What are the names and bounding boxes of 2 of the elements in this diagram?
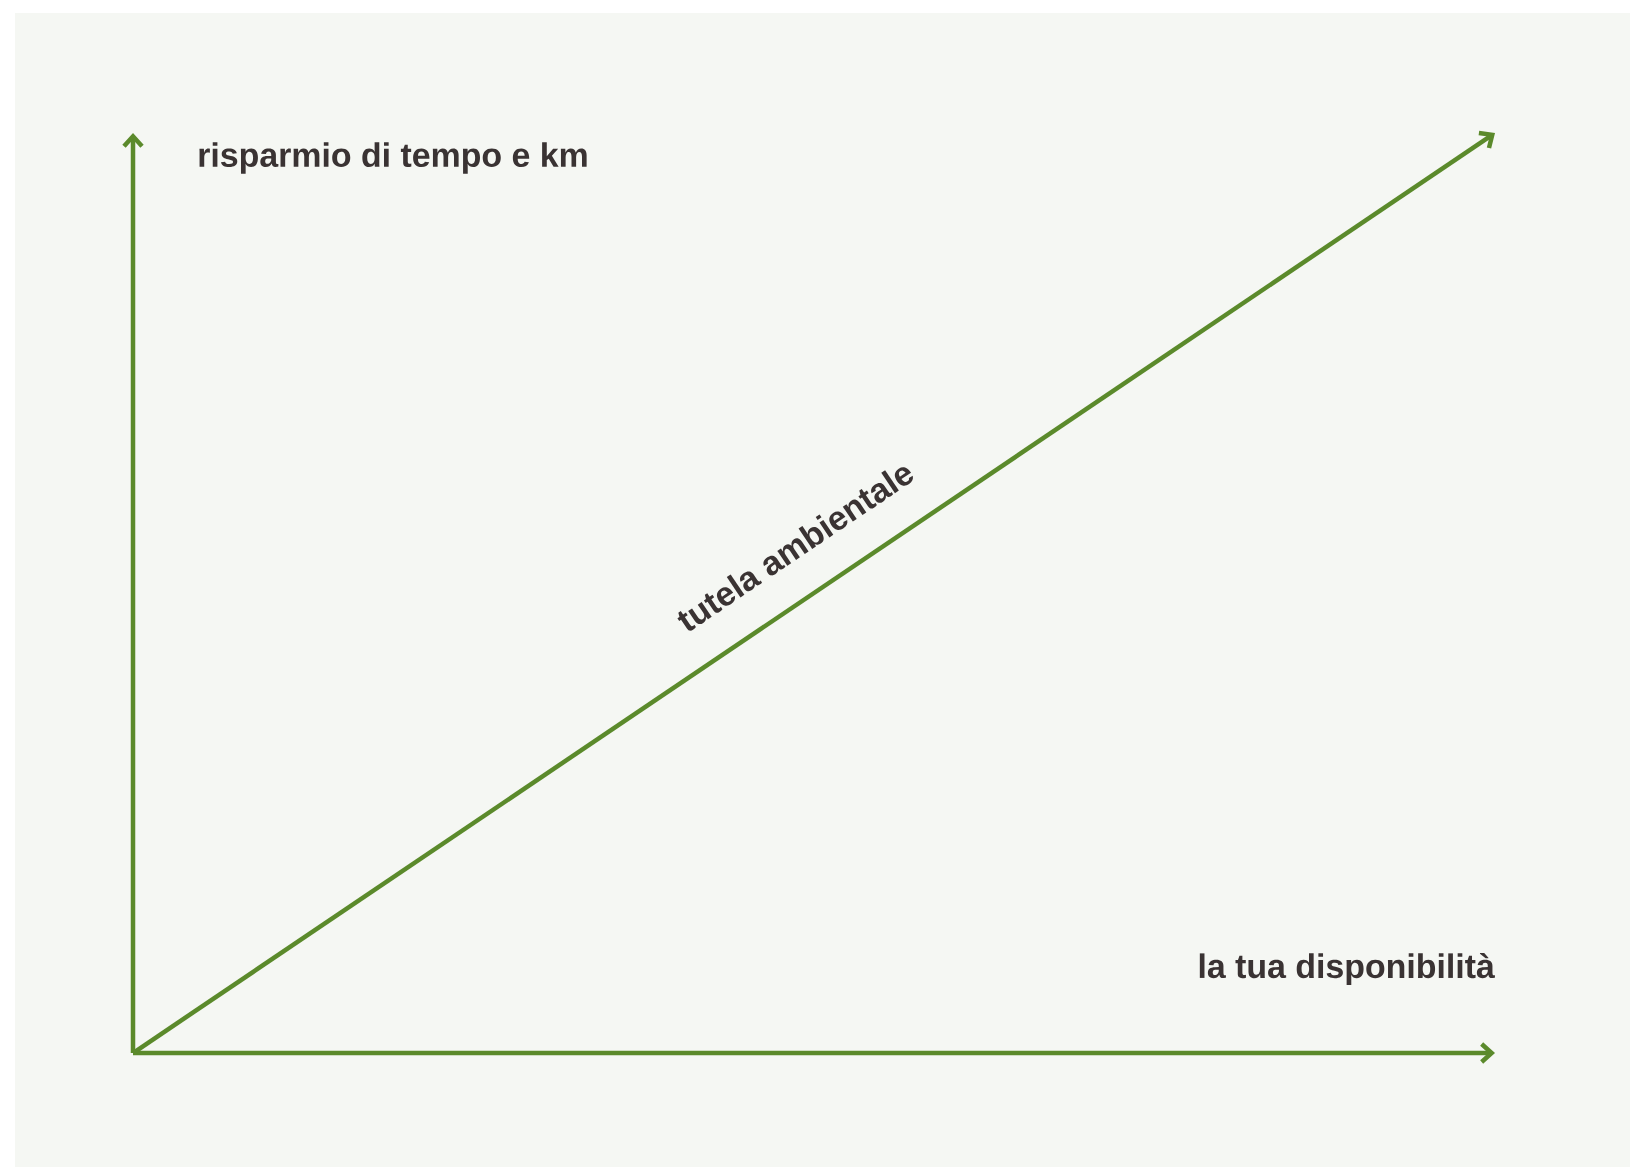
axis-label: risparmio di tempo e km bbox=[199, 142, 587, 174]
axis-label: la tua disponibilità bbox=[1199, 953, 1495, 985]
